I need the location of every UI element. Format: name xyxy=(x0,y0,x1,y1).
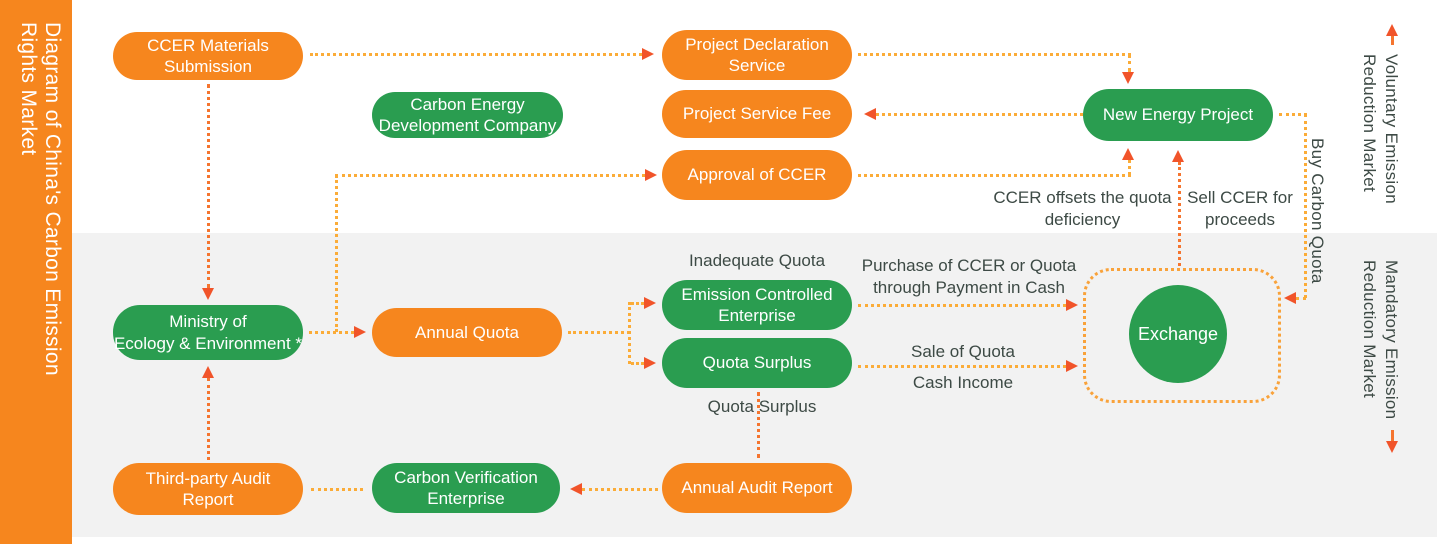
node-emission-controlled-enterprise: Emission Controlled Enterprise xyxy=(662,280,852,330)
arrow-right-icon xyxy=(644,297,656,309)
arrow-right-icon xyxy=(645,169,657,181)
node-approval-of-ccer: Approval of CCER xyxy=(662,150,852,200)
edge-audit-to-ministry-line xyxy=(207,378,210,460)
edge-quota-to-surplus-line xyxy=(631,362,644,365)
label-cash-income: Cash Income xyxy=(912,373,1014,392)
diagram-title: Diagram of China's Carbon Emission Right… xyxy=(17,22,64,376)
edge-buyquota-top-line xyxy=(1279,113,1307,116)
edge-nep-to-servicefee-line xyxy=(876,113,1083,116)
arrow-right-icon xyxy=(644,357,656,369)
sidebar: Diagram of China's Carbon Emission Right… xyxy=(0,0,72,544)
edge-sellccer-line xyxy=(1178,162,1181,266)
edge-quota-to-ece-line xyxy=(631,302,644,305)
label-mandatory-market: Mandatory Emission Reduction Market xyxy=(1360,260,1401,420)
edge-ministry-out-line xyxy=(309,331,354,334)
edge-buyquota-in-line xyxy=(1296,297,1306,300)
node-carbon-verification-enterprise: Carbon Verification Enterprise xyxy=(372,463,560,513)
node-carbon-energy-development-company: Carbon Energy Development Company xyxy=(372,92,563,138)
arrow-right-icon xyxy=(642,48,654,60)
arrow-down-icon xyxy=(1386,441,1398,453)
edge-ministry-to-approval-riser xyxy=(335,175,338,332)
node-quota-surplus: Quota Surplus xyxy=(662,338,852,388)
label-purchase-ccer: Purchase of CCER or Quota through Paymen… xyxy=(861,256,1077,298)
node-ministry-ecology-environment: Ministry of Ecology & Environment * xyxy=(113,305,303,360)
label-voluntary-market: Voluntary Emission Reduction Market xyxy=(1360,54,1401,204)
arrow-left-icon xyxy=(570,483,582,495)
voluntary-arrow-stem xyxy=(1391,33,1394,45)
edge-verification-to-audit-line xyxy=(311,488,363,491)
arrow-up-icon xyxy=(1386,24,1398,36)
edge-declaration-to-nep-drop xyxy=(1128,54,1131,72)
edge-ccer-to-ministry-line xyxy=(207,84,210,288)
arrow-up-icon xyxy=(1172,150,1184,162)
edge-quota-branch-riser xyxy=(628,302,631,364)
arrow-right-icon xyxy=(1066,360,1078,372)
edge-ccer-to-declaration-line xyxy=(310,53,642,56)
edge-declaration-to-nep-line xyxy=(858,53,1131,56)
edge-buyquota-drop xyxy=(1304,114,1307,298)
node-project-service-fee: Project Service Fee xyxy=(662,90,852,138)
edge-sale-line xyxy=(858,365,1066,368)
node-ccer-materials-submission: CCER Materials Submission xyxy=(113,32,303,80)
label-sale-of-quota: Sale of Quota xyxy=(911,342,1015,361)
node-new-energy-project: New Energy Project xyxy=(1083,89,1273,141)
edge-approval-to-nep-riser xyxy=(1128,160,1131,175)
arrow-up-icon xyxy=(1122,148,1134,160)
label-ccer-offsets: CCER offsets the quota deficiency xyxy=(993,188,1172,230)
node-third-party-audit-report: Third-party Audit Report xyxy=(113,463,303,515)
arrow-down-icon xyxy=(202,288,214,300)
node-exchange: Exchange xyxy=(1129,285,1227,383)
mandatory-arrow-stem xyxy=(1391,430,1394,442)
arrow-left-icon xyxy=(864,108,876,120)
edge-approval-to-nep-line xyxy=(858,174,1131,177)
label-quota-surplus: Quota Surplus xyxy=(707,397,817,416)
edge-purchase-line xyxy=(858,304,1066,307)
arrow-left-icon xyxy=(1284,292,1296,304)
node-annual-quota: Annual Quota xyxy=(372,308,562,357)
arrow-up-icon xyxy=(202,366,214,378)
label-inadequate-quota: Inadequate Quota xyxy=(688,251,826,270)
edge-quota-out-line xyxy=(568,331,630,334)
node-annual-audit-report: Annual Audit Report xyxy=(662,463,852,513)
arrow-right-icon xyxy=(1066,299,1078,311)
label-sell-ccer: Sell CCER for proceeds xyxy=(1187,188,1293,230)
label-buy-carbon-quota: Buy Carbon Quota xyxy=(1308,138,1327,284)
exchange-dashed-border xyxy=(1083,268,1281,403)
arrow-down-icon xyxy=(1122,72,1134,84)
node-project-declaration-service: Project Declaration Service xyxy=(662,30,852,80)
arrow-right-icon xyxy=(354,326,366,338)
edge-surplus-to-audit-line xyxy=(757,392,760,458)
edge-ministry-to-approval-line xyxy=(335,174,645,177)
edge-auditreport-to-verification-line xyxy=(582,488,658,491)
